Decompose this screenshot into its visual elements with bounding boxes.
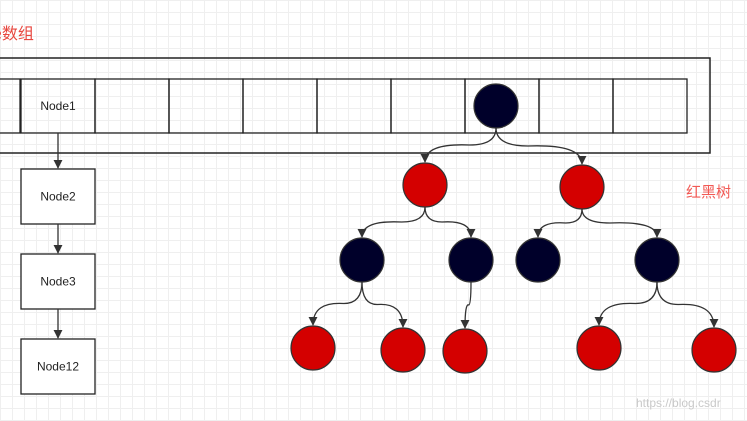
list-node-label: Node2 bbox=[40, 190, 76, 204]
red-tree-node bbox=[576, 325, 622, 371]
tree-edge bbox=[533, 208, 583, 238]
black-tree-node bbox=[339, 237, 385, 283]
tree-edge bbox=[357, 206, 426, 238]
array-cell bbox=[168, 78, 244, 134]
tree-edge bbox=[361, 281, 408, 328]
array-cell bbox=[612, 78, 688, 134]
red-tree-node bbox=[402, 162, 448, 208]
tree-edge bbox=[656, 281, 719, 328]
watermark-text: https://blog.csdr bbox=[636, 396, 721, 410]
array-cell bbox=[94, 78, 170, 134]
tree-edge bbox=[460, 281, 472, 329]
tree-title: 红黑树 bbox=[686, 183, 732, 201]
array-outer-frame bbox=[0, 57, 711, 154]
black-tree-node bbox=[473, 83, 519, 129]
tree-edge bbox=[495, 127, 587, 165]
list-node-label: Node3 bbox=[40, 275, 76, 289]
tree-edge bbox=[308, 281, 363, 326]
array-cell bbox=[316, 78, 392, 134]
black-tree-node bbox=[448, 237, 494, 283]
list-node-box bbox=[20, 253, 96, 310]
list-node-label: Node12 bbox=[37, 360, 79, 374]
array-cell bbox=[242, 78, 318, 134]
red-tree-node bbox=[559, 164, 605, 210]
array-title: e数组 bbox=[0, 24, 34, 43]
red-tree-node bbox=[691, 327, 737, 373]
tree-edge bbox=[581, 208, 662, 238]
tree-edge bbox=[594, 281, 658, 326]
tree-edge bbox=[420, 127, 497, 163]
array-cell bbox=[538, 78, 614, 134]
red-tree-node bbox=[380, 327, 426, 373]
array-cell bbox=[0, 78, 21, 134]
array-cell bbox=[390, 78, 466, 134]
list-node-box bbox=[20, 168, 96, 225]
black-tree-node bbox=[634, 237, 680, 283]
tree-edge bbox=[424, 206, 476, 238]
list-node-box bbox=[20, 338, 96, 395]
red-tree-node bbox=[442, 328, 488, 374]
red-tree-node bbox=[290, 325, 336, 371]
array-cell-label: Node1 bbox=[40, 99, 76, 113]
black-tree-node bbox=[515, 237, 561, 283]
